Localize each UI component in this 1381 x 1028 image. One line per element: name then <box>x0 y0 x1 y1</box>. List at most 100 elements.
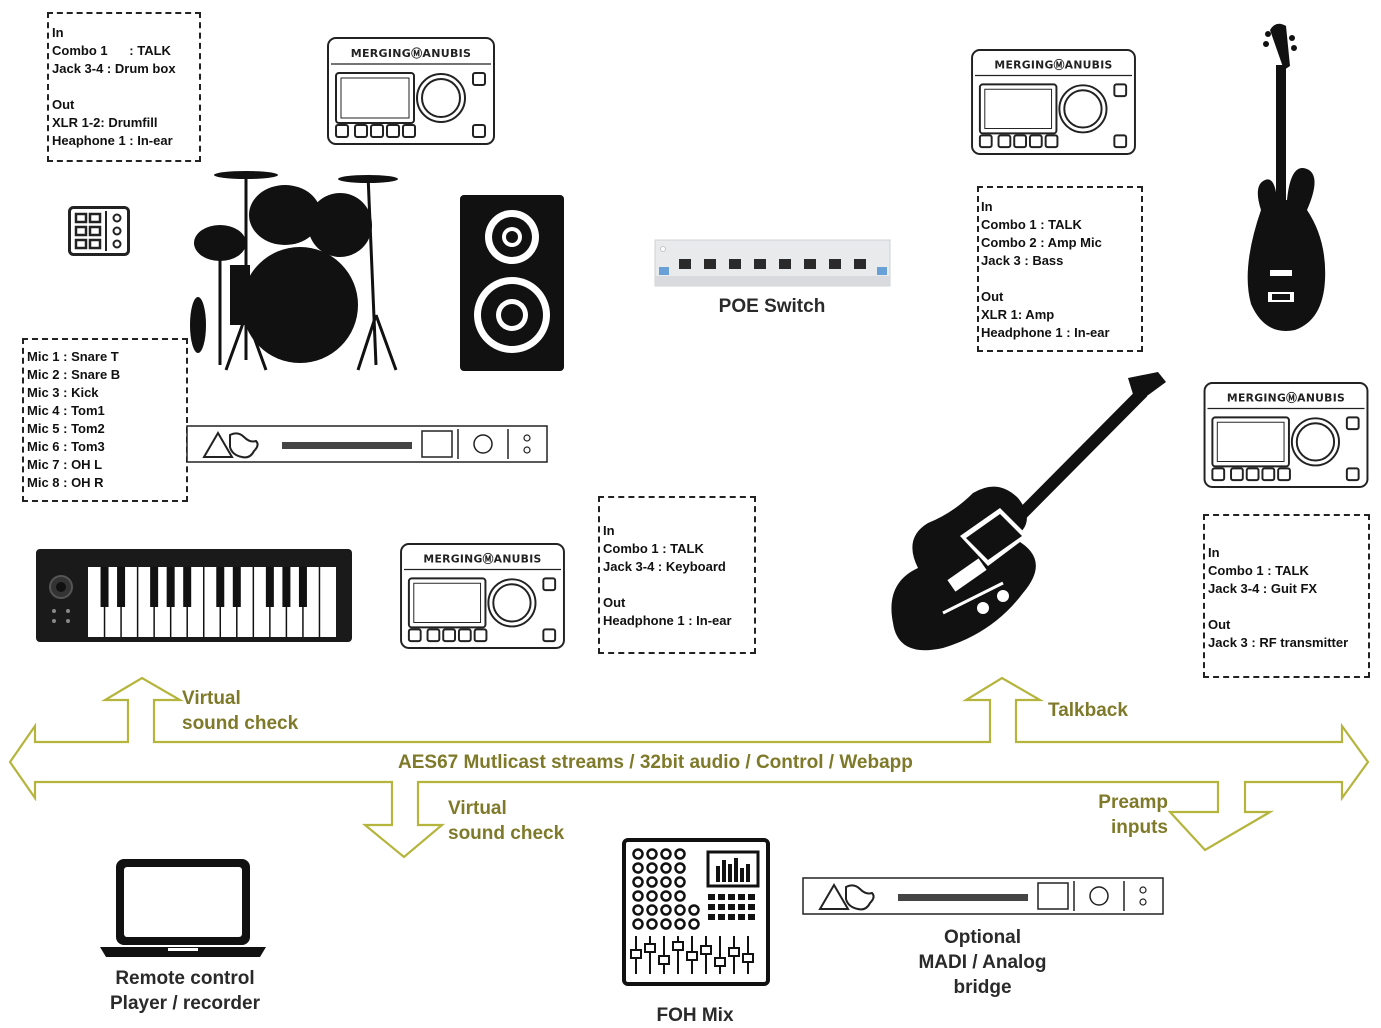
mixer-button <box>728 904 735 910</box>
mixer-button <box>708 904 715 910</box>
mixer-knob <box>632 904 644 916</box>
mixer-knob <box>646 876 658 888</box>
guitar-io-line: Jack 3-4 : Guit FX <box>1208 581 1318 596</box>
mixer-knob <box>632 876 644 888</box>
drum-mic-line: Mic 5 : Tom2 <box>27 421 105 436</box>
mixer-button <box>718 904 725 910</box>
keyboard-keys <box>100 567 321 637</box>
keyboard-icon <box>36 549 352 642</box>
fader-cap <box>658 955 670 965</box>
bass-io-line: Combo 1 : TALK <box>981 217 1082 232</box>
keys-io-line: Combo 1 : TALK <box>603 541 704 556</box>
anubis-device-bass: MERGINGⓂANUBIS <box>971 48 1136 155</box>
black-key <box>100 567 109 607</box>
network-bus-arrow <box>8 676 1370 859</box>
preamp-inputs-label: Preamp inputs <box>1088 790 1168 840</box>
keys-io-box: In Combo 1 : TALK Jack 3-4 : Keyboard Ou… <box>598 496 756 654</box>
keys-io-line: Jack 3-4 : Keyboard <box>603 559 726 574</box>
bass-io-line: Headphone 1 : In-ear <box>981 325 1110 340</box>
drum-mic-line: Mic 3 : Kick <box>27 385 99 400</box>
mixer-knob <box>660 876 672 888</box>
mixer-knob <box>674 862 686 874</box>
mixer-knob <box>646 848 658 860</box>
virtual-top-line2: sound check <box>182 713 299 734</box>
horizon-rack-unit-madi <box>802 877 1164 915</box>
drum-kit-icon <box>190 171 398 371</box>
mixer-button <box>708 914 715 920</box>
fader-cap <box>742 953 754 963</box>
bass-io-line: XLR 1: Amp <box>981 307 1055 322</box>
fader-cap <box>630 949 642 959</box>
bass-io-line: Combo 2 : Amp Mic <box>981 235 1102 250</box>
black-key <box>265 567 274 607</box>
fader-cap <box>672 941 684 951</box>
madi-bridge-caption: Optional MADI / Analog bridge <box>880 925 1085 1000</box>
mixer-knob <box>674 848 686 860</box>
drums-io-line: XLR 1-2: Drumfill <box>52 115 158 130</box>
guitar-io-line <box>1208 598 1368 616</box>
laptop-icon <box>100 859 266 957</box>
black-key <box>282 567 291 607</box>
bass-io-line <box>981 270 1141 288</box>
mixer-knob <box>688 904 700 916</box>
drum-mic-line: Mic 8 : OH R <box>27 475 104 490</box>
remote-control-caption: Remote control Player / recorder <box>80 966 290 1016</box>
mixer-knob <box>660 904 672 916</box>
madi-line1: Optional <box>943 927 1022 948</box>
mixer-knob <box>660 848 672 860</box>
mixer-knobs <box>632 848 755 930</box>
bass-io-box: In Combo 1 : TALK Combo 2 : Amp Mic Jack… <box>977 186 1143 352</box>
mixer-button <box>738 904 745 910</box>
virtual-sound-check-bottom-label: Virtual sound check <box>448 796 564 846</box>
mixer-button <box>748 914 755 920</box>
anubis-brand-text: MERGINGⓂANUBIS <box>351 46 472 60</box>
drums-io-line: Jack 3-4 : Drum box <box>52 61 176 76</box>
drum-mic-line: Mic 1 : Snare T <box>27 349 119 364</box>
guitar-io-line: In <box>1208 545 1220 560</box>
remote-line2: Player / recorder <box>110 993 260 1014</box>
virtual-sound-check-top-label: Virtual sound check <box>182 686 298 736</box>
mixer-button <box>718 894 725 900</box>
anubis-brand-text: MERGINGⓂANUBIS <box>1227 392 1345 405</box>
mixer-button <box>738 894 745 900</box>
remote-line1: Remote control <box>115 968 255 989</box>
bass-io-line: Jack 3 : Bass <box>981 253 1064 268</box>
mixer-knob <box>674 876 686 888</box>
guitar-io-line: Combo 1 : TALK <box>1208 563 1309 578</box>
mixer-knob <box>646 904 658 916</box>
fader-cap <box>728 947 740 957</box>
speaker-icon <box>460 195 564 371</box>
drums-io-line: Combo 1 : TALK <box>52 43 171 58</box>
guitar-io-line: Jack 3 : RF transmitter <box>1208 635 1349 650</box>
black-key <box>117 567 126 607</box>
fader-cap <box>644 943 656 953</box>
mixer-faders <box>630 936 754 974</box>
virtual-bottom-line2: sound check <box>448 823 565 844</box>
mixer-knob <box>646 862 658 874</box>
foh-mix-caption: FOH Mix <box>656 1005 734 1026</box>
guitar-io-line: Out <box>1208 617 1231 632</box>
black-key <box>166 567 175 607</box>
drum-pad-icon <box>68 206 130 256</box>
mixer-knob <box>660 862 672 874</box>
mixer-button <box>708 894 715 900</box>
black-key <box>298 567 307 607</box>
fader-cap <box>714 957 726 967</box>
drums-io-line <box>52 78 199 96</box>
keys-io-line <box>603 576 754 594</box>
mixer-button <box>748 904 755 910</box>
anubis-brand-text: MERGINGⓂANUBIS <box>423 553 541 566</box>
black-key <box>150 567 159 607</box>
mixer-knob <box>646 890 658 902</box>
mixer-button <box>748 894 755 900</box>
virtual-bottom-line1: Virtual <box>448 798 507 819</box>
keys-io-line: In <box>603 523 615 538</box>
drum-mics-box: Mic 1 : Snare T Mic 2 : Snare B Mic 3 : … <box>22 338 188 502</box>
bass-io-line: Out <box>981 289 1004 304</box>
fader-cap <box>700 945 712 955</box>
anubis-brand-text: MERGINGⓂANUBIS <box>994 59 1112 72</box>
drums-io-line: Out <box>52 97 75 112</box>
foh-mixer-icon <box>622 838 770 986</box>
talkback-label: Talkback <box>1048 700 1128 721</box>
